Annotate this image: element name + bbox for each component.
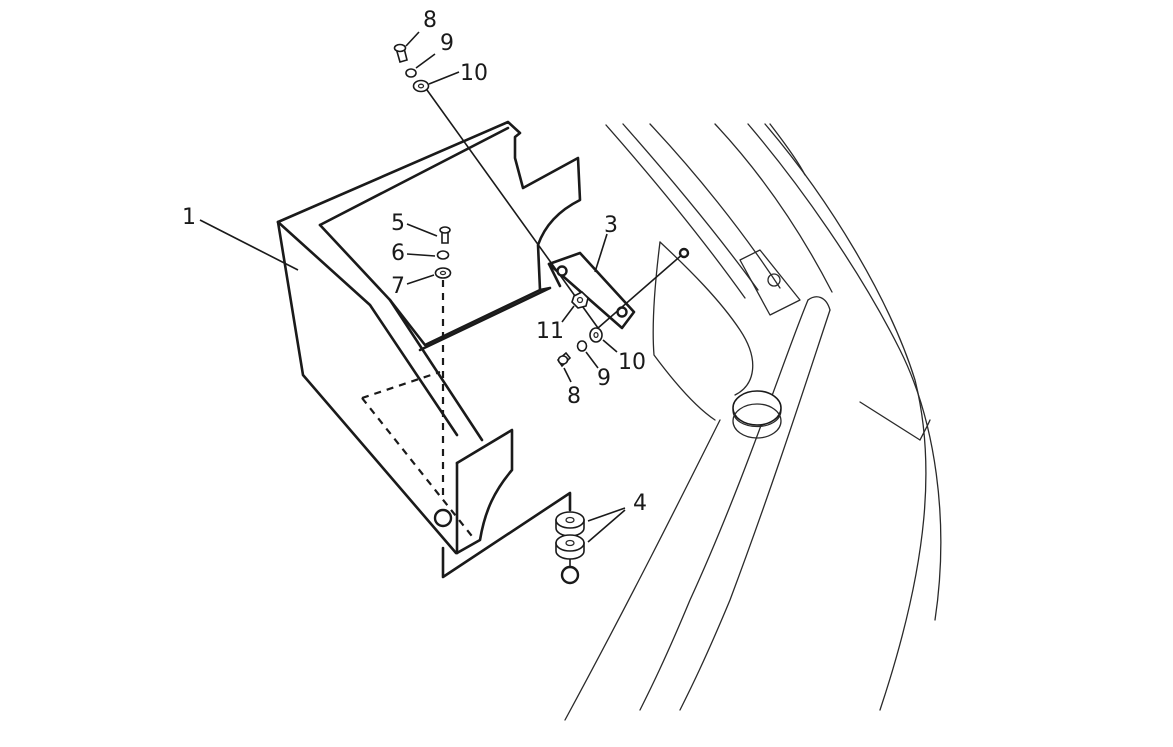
callout-6: 6 (391, 241, 405, 266)
callout-9-right: 9 (597, 366, 611, 391)
callout-4: 4 (633, 491, 647, 516)
callout-11: 11 (536, 319, 564, 344)
under-cover-part-1 (276, 120, 582, 579)
assembly-guide-lines (426, 89, 690, 585)
callout-labels: 1 8 9 10 5 6 7 3 11 10 9 8 4 (182, 8, 647, 516)
bracket-part-3 (547, 251, 636, 330)
vehicle-body-outline (564, 123, 942, 721)
callout-1: 1 (182, 205, 196, 230)
callout-3: 3 (604, 213, 618, 238)
body-grommet (732, 390, 782, 439)
callout-10-right: 10 (618, 350, 646, 375)
spacers-part-4 (555, 511, 585, 560)
callout-leaders (199, 31, 626, 543)
top-fastener-group (393, 43, 430, 93)
callout-8-top: 8 (423, 8, 437, 33)
right-fastener-group (556, 327, 603, 368)
nut-part-11 (571, 291, 589, 309)
callout-9-top: 9 (440, 31, 454, 56)
callout-5: 5 (391, 211, 405, 236)
callout-10-top: 10 (460, 61, 488, 86)
callout-8-right: 8 (567, 384, 581, 409)
callout-7: 7 (391, 274, 405, 299)
middle-fastener-group (434, 226, 452, 279)
